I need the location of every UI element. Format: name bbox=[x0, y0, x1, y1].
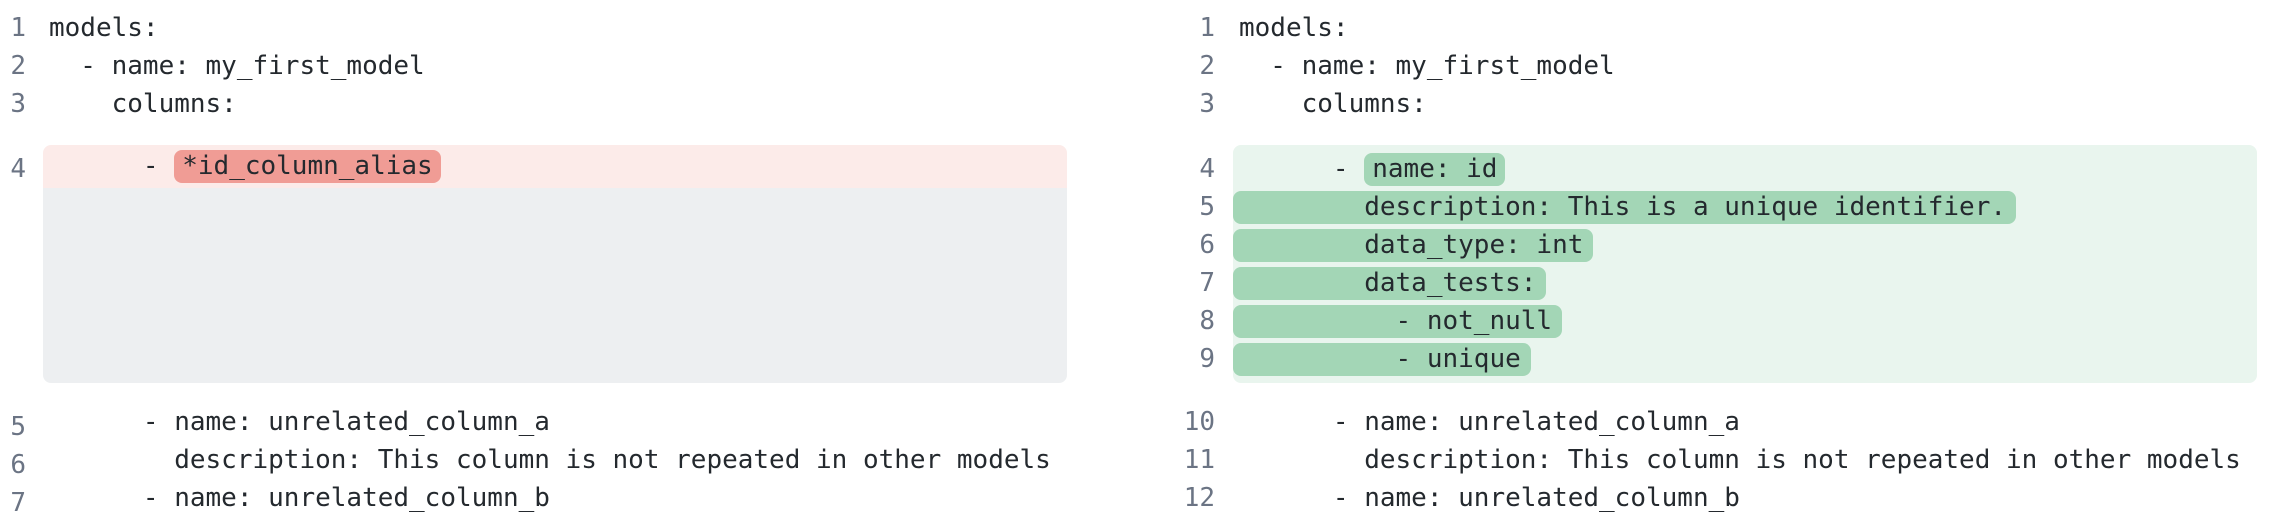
line-number: 4 bbox=[10, 154, 26, 184]
code-line: columns: bbox=[49, 89, 237, 119]
code-line: description: This column is not repeated… bbox=[1239, 445, 2241, 475]
diff-panel-after: 1 2 3 4 5 6 7 8 9 10 11 12 models: - nam… bbox=[1180, 0, 2257, 517]
added-line: data_tests: bbox=[1233, 264, 2257, 302]
added-line: - not_null bbox=[1233, 302, 2257, 340]
code-line: models: bbox=[1239, 13, 1349, 43]
line-number: 9 bbox=[1199, 344, 1215, 374]
line-number: 10 bbox=[1183, 407, 1215, 437]
added-line: data_type: int bbox=[1233, 226, 2257, 264]
diff-panel-before: 1 2 3 4 5 6 7 models: - name: my_first_m… bbox=[0, 0, 1067, 522]
code-line: description: This column is not repeated… bbox=[49, 445, 1051, 475]
added-line: description: This is a unique identifier… bbox=[1233, 188, 2257, 226]
gutter-spacer bbox=[0, 188, 26, 388]
line-number-gutter: 1 2 3 4 5 6 7 8 9 10 11 12 bbox=[1180, 9, 1215, 517]
added-line-highlight: data_type: int bbox=[1233, 229, 1594, 262]
added-line-highlight: - unique bbox=[1233, 343, 1531, 376]
line-number: 6 bbox=[1199, 230, 1215, 260]
code-line: - name: unrelated_column_b bbox=[49, 483, 550, 513]
removed-token: *id_column_alias bbox=[174, 150, 441, 183]
added-line-highlight: - not_null bbox=[1233, 305, 1563, 338]
line-number: 6 bbox=[10, 450, 26, 480]
line-number: 3 bbox=[10, 89, 26, 119]
added-line-highlight: data_tests: bbox=[1233, 267, 1547, 300]
removed-line-prefix: - bbox=[49, 151, 175, 181]
added-line-prefix: - bbox=[1239, 154, 1365, 184]
collapsed-region bbox=[43, 188, 1067, 383]
line-number: 5 bbox=[1199, 192, 1215, 222]
added-line: - unique bbox=[1233, 340, 2257, 378]
line-number: 2 bbox=[1199, 51, 1215, 81]
added-block: - name: id description: This is a unique… bbox=[1233, 145, 2257, 383]
line-number-gutter: 1 2 3 4 5 6 7 bbox=[0, 9, 26, 522]
line-number: 3 bbox=[1199, 89, 1215, 119]
removed-block: - *id_column_alias bbox=[43, 145, 1067, 383]
code-line: - name: my_first_model bbox=[49, 51, 425, 81]
code-column: models: - name: my_first_model columns: … bbox=[43, 9, 1067, 522]
code-line: models: bbox=[49, 13, 159, 43]
code-line: columns: bbox=[1239, 89, 1427, 119]
line-number: 7 bbox=[10, 488, 26, 518]
line-number: 4 bbox=[1199, 154, 1215, 184]
code-column: models: - name: my_first_model columns: … bbox=[1233, 9, 2257, 517]
line-number: 8 bbox=[1199, 306, 1215, 336]
line-number: 11 bbox=[1183, 445, 1215, 475]
code-line: - name: unrelated_column_b bbox=[1239, 483, 1740, 513]
removed-line: - *id_column_alias bbox=[43, 145, 1067, 188]
added-line-highlight: description: This is a unique identifier… bbox=[1233, 191, 2017, 224]
line-number: 1 bbox=[10, 13, 26, 43]
added-line: - name: id bbox=[1233, 150, 2257, 188]
line-number: 7 bbox=[1199, 268, 1215, 298]
code-line: - name: unrelated_column_a bbox=[49, 407, 550, 437]
added-token: name: id bbox=[1364, 153, 1506, 186]
line-number: 12 bbox=[1183, 483, 1215, 513]
line-number: 5 bbox=[10, 412, 26, 442]
code-line: - name: unrelated_column_a bbox=[1239, 407, 1740, 437]
line-number: 2 bbox=[10, 51, 26, 81]
line-number: 1 bbox=[1199, 13, 1215, 43]
code-line: - name: my_first_model bbox=[1239, 51, 1615, 81]
